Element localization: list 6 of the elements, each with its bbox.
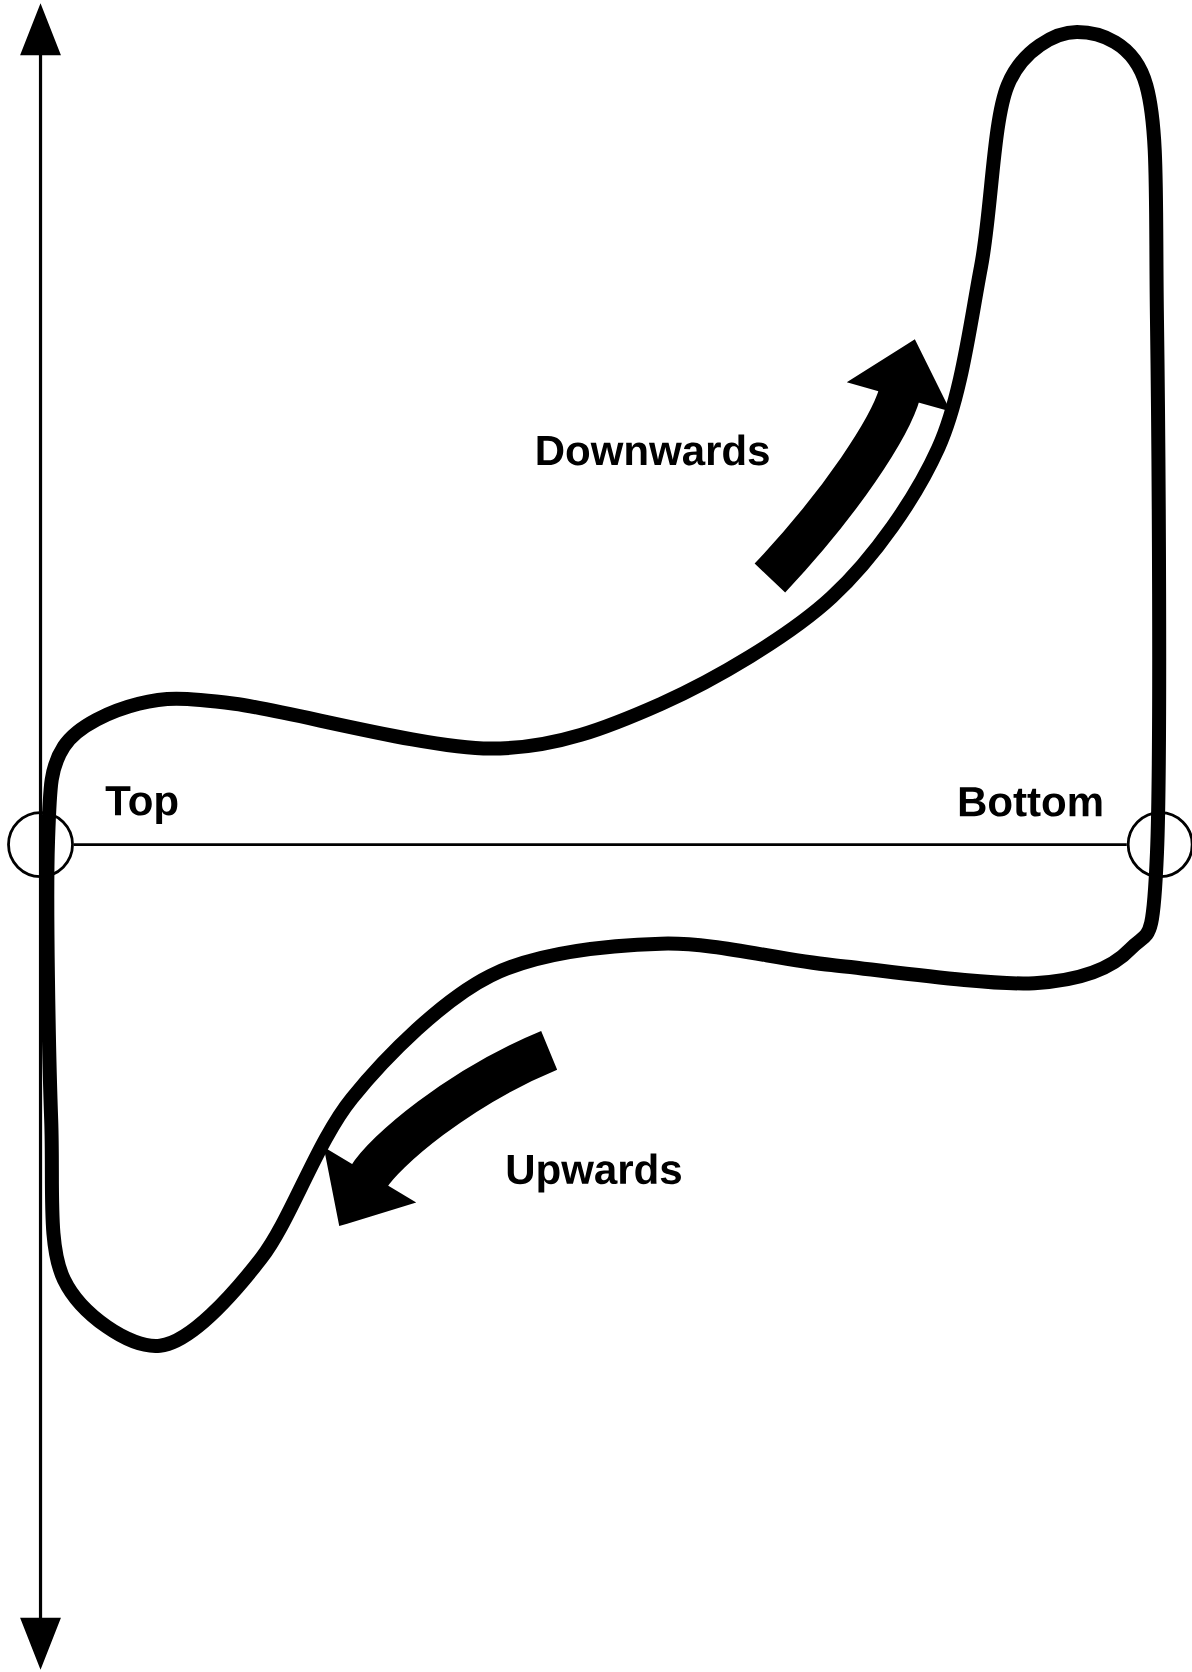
direction-label: Upwards <box>507 1153 681 1193</box>
position-label: Bottom <box>959 787 1102 817</box>
direction-label: Downwards <box>537 434 769 466</box>
horizontal-line <box>73 843 1127 846</box>
position-label: Top <box>105 786 178 824</box>
circle-marker <box>7 811 74 878</box>
